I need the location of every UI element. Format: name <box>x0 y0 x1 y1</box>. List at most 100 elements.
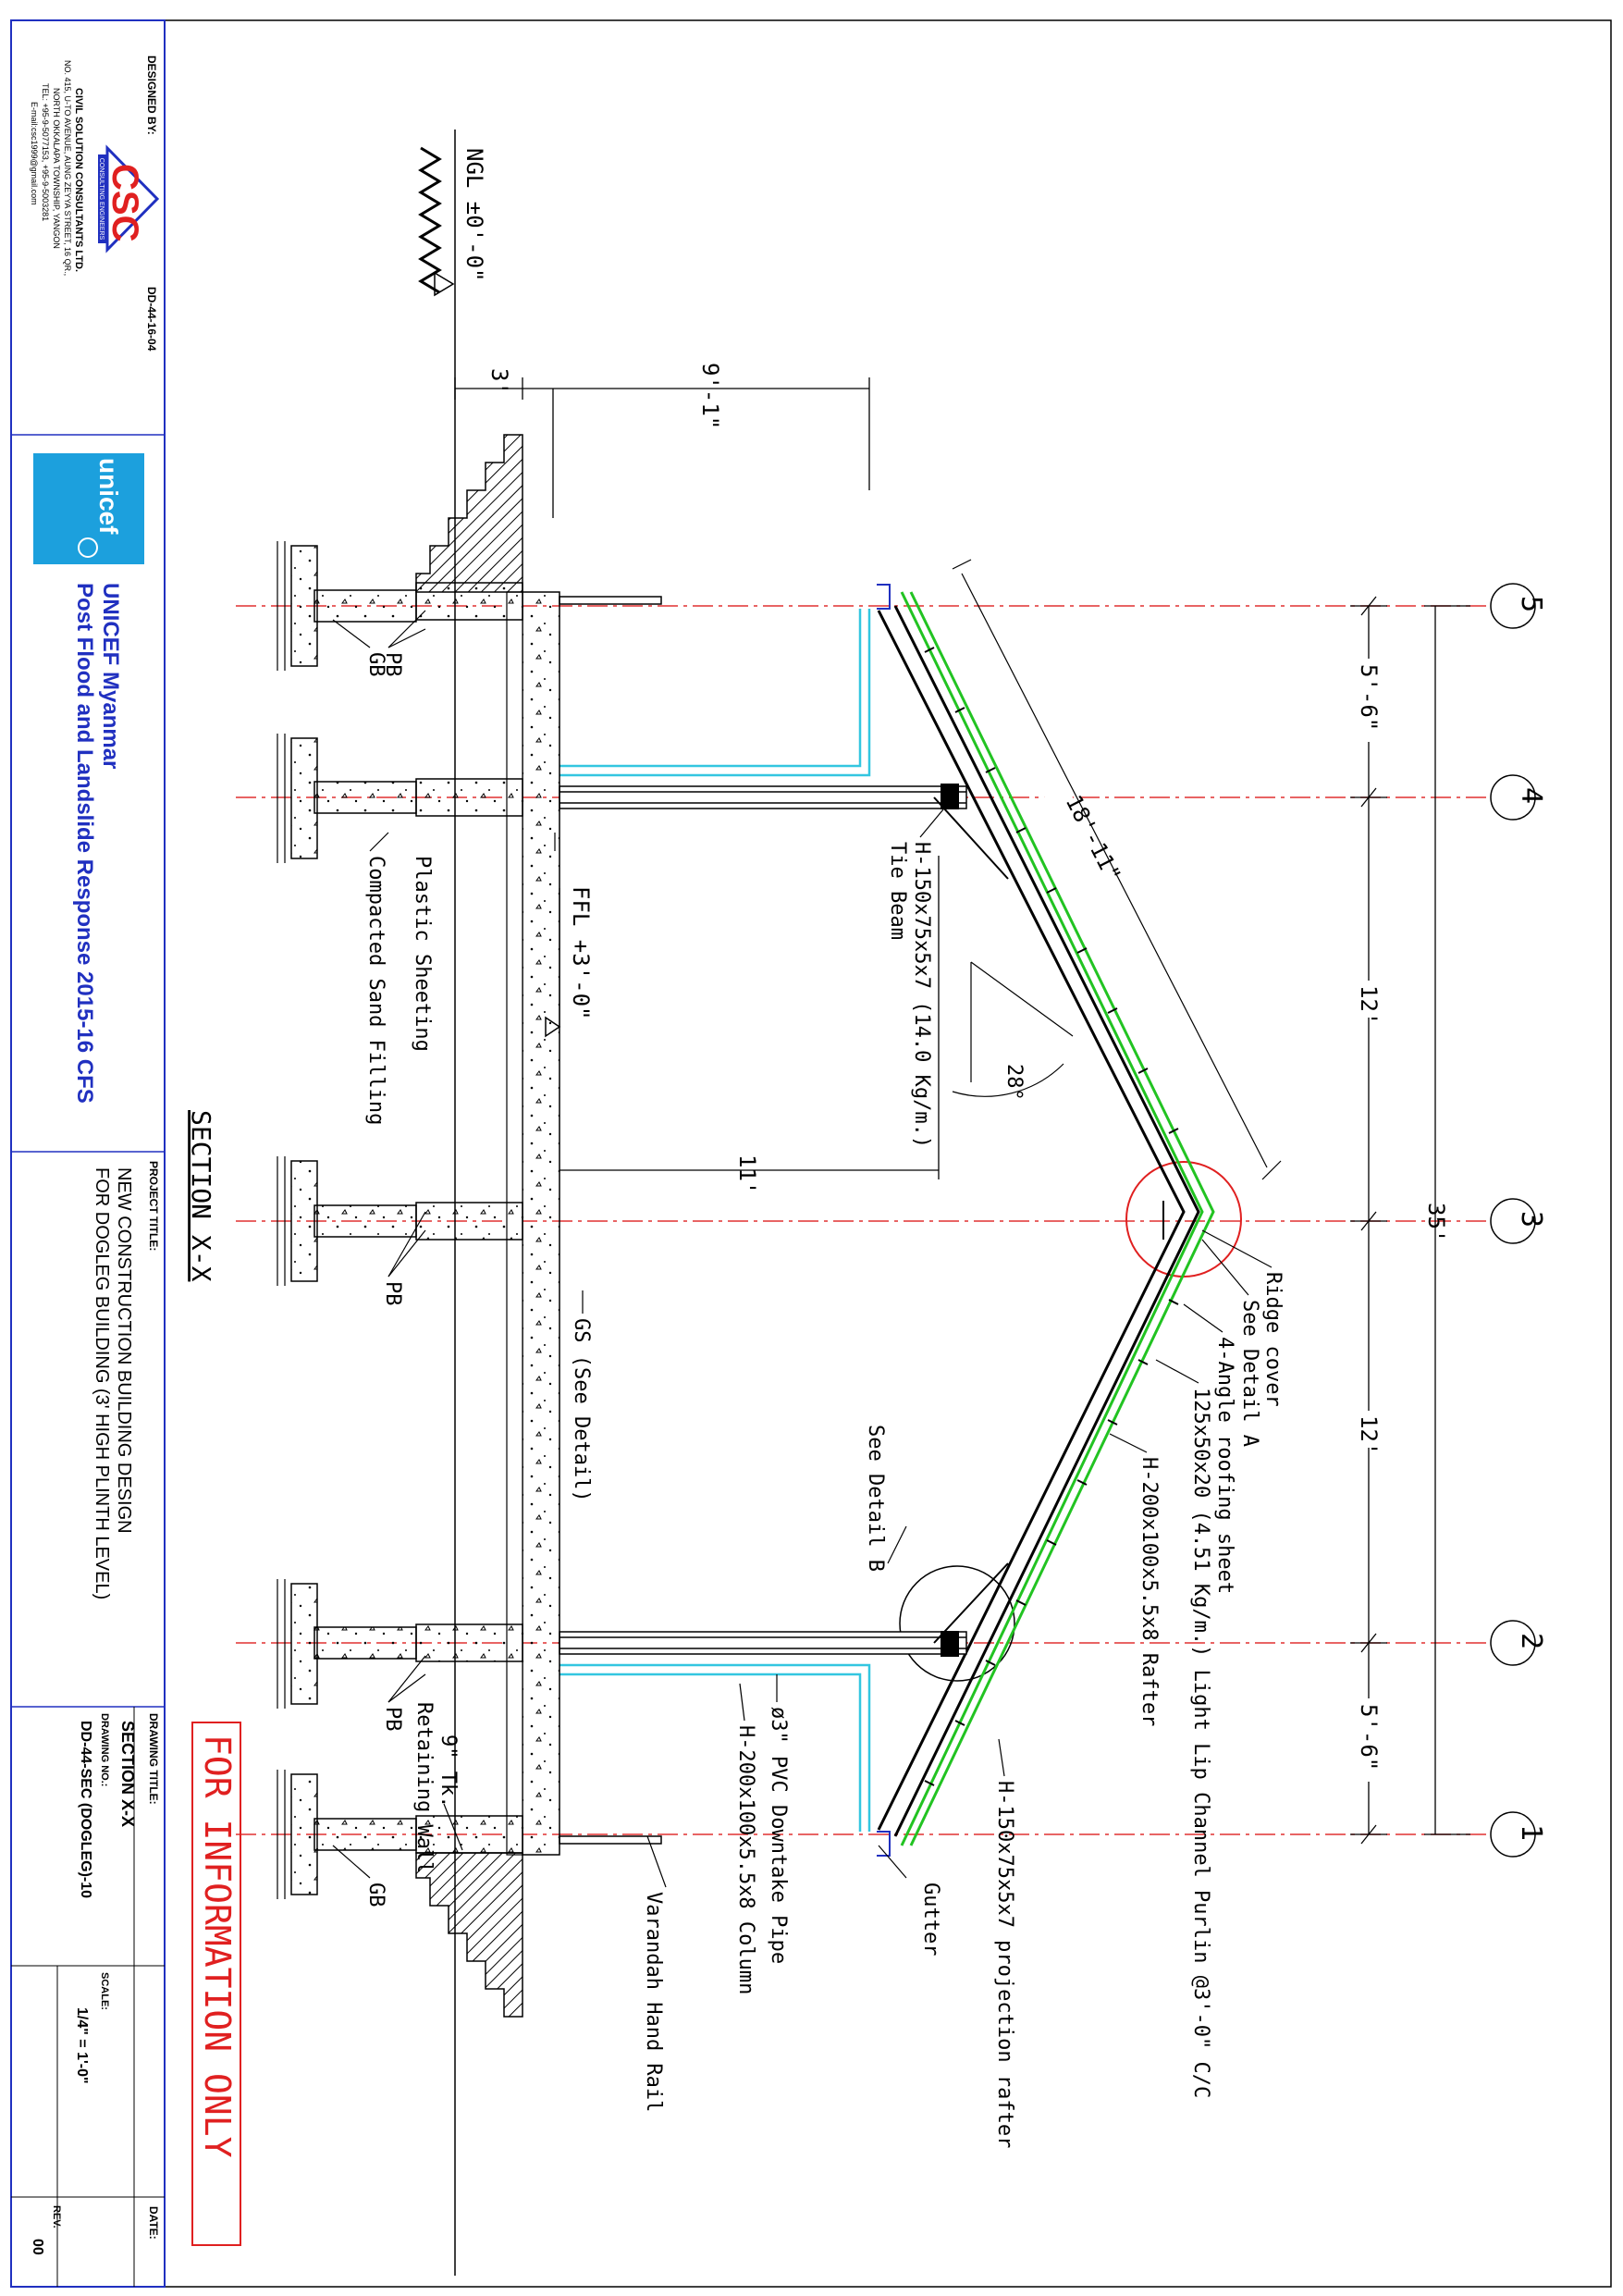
grid-bubble-2: 2 <box>1490 1620 1547 1666</box>
title-block-frame <box>10 19 166 2288</box>
retaining-wall-left <box>415 434 523 593</box>
footings <box>290 545 318 1895</box>
label-gb-1: GB <box>364 652 387 677</box>
dim-3: 3' <box>486 368 512 395</box>
blinding <box>277 541 286 1899</box>
label-pb-2: PB <box>381 1281 404 1306</box>
label-ridge-cover: Ridge cover <box>1261 1272 1285 1407</box>
detail-b-circle <box>899 1565 1015 1682</box>
unicef-logo <box>33 453 144 564</box>
leaders <box>332 610 1273 1888</box>
angle-label: 28° <box>1002 1064 1026 1101</box>
footing-3 <box>290 1160 318 1282</box>
retaining-wall-right <box>415 1852 523 2018</box>
dim-rafter <box>952 559 1282 1180</box>
label-plastic-sheeting: Plastic Sheeting <box>411 856 434 1052</box>
stub-columns <box>314 589 417 1851</box>
ngl-label: NGL ±0'-0" <box>461 148 487 282</box>
designed-by-label: DESIGNED BY: <box>145 56 158 135</box>
label-sand-filling: Compacted Sand Filling <box>364 856 387 1125</box>
svg-text:1: 1 <box>1515 1824 1547 1841</box>
dim-35-label: 35' <box>1423 1203 1449 1242</box>
grid-bubble-4: 4 <box>1490 774 1547 821</box>
column-grid-4 <box>559 785 967 809</box>
drawing-ref: DD-44-16-04 <box>145 287 158 352</box>
dim-heights <box>454 377 870 518</box>
client-name: UNICEF Myanmar <box>98 583 123 769</box>
title-block: DESIGNED BY: DD-44-16-04 CSC CONSULTING … <box>30 56 160 2255</box>
scale-label: SCALE: <box>99 1972 110 2010</box>
ngl-earth-symbol <box>418 146 442 294</box>
downtake-pipes <box>559 609 871 1832</box>
section-drawing: 5 4 3 2 1 35' <box>186 130 1547 2276</box>
rev-label: REV. <box>51 2205 62 2228</box>
purlins <box>924 647 1179 1786</box>
svg-text:2: 2 <box>1515 1633 1547 1649</box>
detail-a-circle <box>1125 1161 1242 1278</box>
hand-rails <box>559 596 662 1845</box>
company-line-2: NO. 415, U-TO AVENUE, AUNG ZEYYA STREET,… <box>63 60 72 276</box>
project-title-label: PROJECT TITLE: <box>147 1161 160 1251</box>
label-tie-beam-2: Tie Beam <box>886 842 909 940</box>
svg-text:5: 5 <box>1515 596 1547 612</box>
client-program: Post Flood and Landslide Response 2015-1… <box>72 583 97 1104</box>
unicef-logo-text: unicef <box>94 458 123 535</box>
label-tie-beam-1: H-150x75x5x7 (14.0 Kg/m.) <box>910 842 933 1148</box>
company-line-1: CIVIL SOLUTION CONSULTANTS LTD. <box>73 88 84 272</box>
gutters <box>877 584 891 1857</box>
column-grid-2 <box>559 1631 967 1655</box>
drawing-title: SECTION X-X <box>118 1721 137 1827</box>
dim-9-1: 9'-1" <box>697 363 723 429</box>
label-purlin: 125x50x20 (4.51 Kg/m.) Light Lip Channel… <box>1189 1388 1212 2098</box>
label-gb-2: GB <box>364 1882 387 1907</box>
section-title: SECTION X-X <box>186 1110 216 1282</box>
svg-text:3: 3 <box>1515 1211 1547 1228</box>
stamp-box <box>191 1722 241 2246</box>
footing-4 <box>290 737 318 859</box>
dim-11-label: 11' <box>734 1154 760 1194</box>
label-projection-rafter: H-150x75x5x7 projection rafter <box>993 1781 1016 2148</box>
footing-2 <box>290 1583 318 1705</box>
grid-bubbles: 5 4 3 2 1 <box>1490 583 1547 1858</box>
knee-braces <box>933 784 1009 1657</box>
label-gs: GS (See Detail) <box>570 1318 593 1502</box>
label-pb-1: PB <box>381 652 404 677</box>
company-logo: CSC CONSULTING ENGINEERS <box>98 144 160 253</box>
grid-bubble-5: 5 <box>1490 583 1547 629</box>
label-hand-rail: Varandah Hand Rail <box>642 1892 665 2112</box>
company-tagline: CONSULTING ENGINEERS <box>98 158 105 241</box>
label-see-detail-b: See Detail B <box>864 1425 887 1572</box>
dim-5-6-bot: 5'-6" <box>1356 1704 1382 1771</box>
label-pb-3: PB <box>381 1707 404 1732</box>
angle-marker <box>952 961 1074 1097</box>
label-column: H-200x100x5.5x8 Column <box>734 1725 757 1994</box>
scale-value: 1/4" = 1'-0" <box>74 2007 90 2084</box>
outer-frame <box>10 19 1612 2288</box>
project-title-line1: NEW CONSTRUCTION BUILDING DESIGN <box>114 1167 134 1534</box>
ground-slab <box>522 591 560 1856</box>
stamp-text: FOR INFORMATION ONLY <box>197 1734 238 2158</box>
label-retaining-wall-2: Retaining Wall <box>412 1702 436 1873</box>
grid-bubble-3: 3 <box>1490 1198 1547 1244</box>
label-rafter: H-200x100x5.5x8 Rafter <box>1137 1457 1161 1726</box>
company-line-3: NORTH OKKALAPA TOWNSHIP, YANGON <box>52 88 61 249</box>
company-line-4: TEL: +95-9-5077153, +95-9-5003281 <box>41 83 50 221</box>
footing-1 <box>290 1773 318 1895</box>
grid-bubble-1: 1 <box>1490 1811 1547 1858</box>
rafters <box>877 605 1200 1837</box>
dim-5-6-top: 5'-6" <box>1356 664 1382 731</box>
label-retaining-wall-1: 9" Tk. <box>436 1734 460 1808</box>
label-see-detail-a: See Detail A <box>1238 1300 1261 1447</box>
drawing-no-label: DRAWING NO.: <box>99 1713 110 1786</box>
svg-text:CSC: CSC <box>105 164 145 241</box>
ffl-label: FFL +3'-0" <box>568 886 594 1020</box>
roof-sheet <box>900 591 1215 1846</box>
company-line-5: E-mail:csc1999@gmail.com <box>30 102 39 205</box>
drawing-no: DD-44-SEC (DOGLEG)-10 <box>78 1721 93 1898</box>
svg-text:4: 4 <box>1515 787 1547 804</box>
drawing-title-label: DRAWING TITLE: <box>147 1713 160 1805</box>
label-downtake-pipe: ø3" PVC Downtake Pipe <box>767 1707 790 1964</box>
project-title-line2: FOR DOGLEG BUILDING (3' HIGH PLINTH LEVE… <box>92 1167 112 1599</box>
dim-12-b: 12' <box>1356 1415 1382 1455</box>
